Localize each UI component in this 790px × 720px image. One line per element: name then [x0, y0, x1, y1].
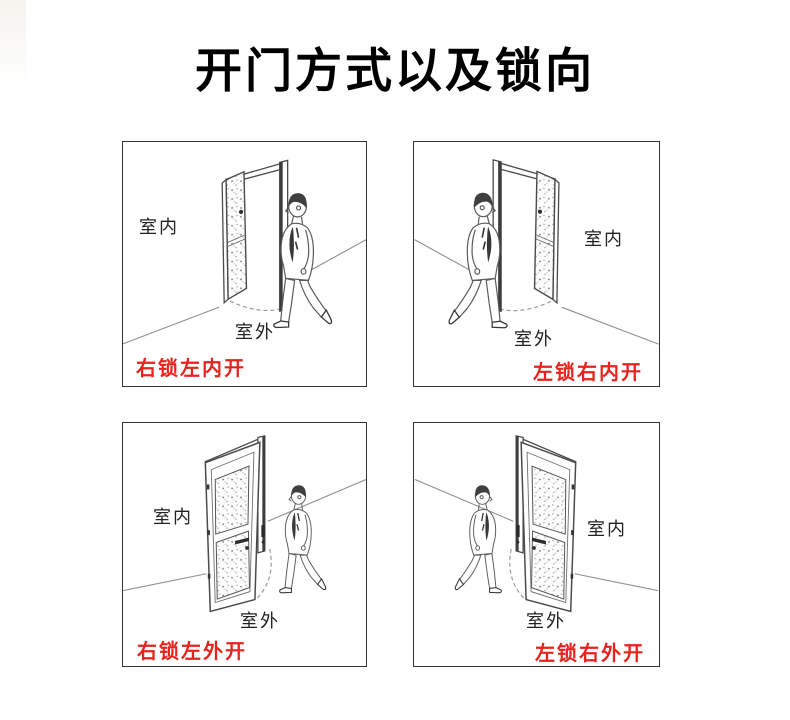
- outdoor-label: 室外: [235, 322, 275, 342]
- page-edge-artifact: [0, 0, 26, 88]
- panel-left-lock-right-outward: 室内 室外 左锁右外开: [413, 422, 660, 667]
- door-open-inward-scene-icon: [123, 142, 366, 386]
- panel-right-lock-left-outward: 室内 室外 右锁左外开: [122, 422, 367, 667]
- lock-direction-caption: 右锁左内开: [136, 358, 246, 380]
- indoor-label: 室内: [587, 519, 627, 539]
- outdoor-label: 室外: [514, 329, 554, 349]
- indoor-label: 室内: [584, 229, 624, 249]
- lock-direction-caption: 右锁左外开: [137, 641, 247, 663]
- indoor-label: 室内: [153, 507, 193, 527]
- outdoor-label: 室外: [240, 611, 280, 631]
- panel-right-lock-left-inward: 室内 室外 右锁左内开: [122, 141, 367, 387]
- indoor-label: 室内: [139, 217, 179, 237]
- lock-direction-caption: 左锁右外开: [535, 643, 645, 665]
- lock-direction-caption: 左锁右内开: [533, 362, 643, 384]
- panel-left-lock-right-inward: 室内 室外 左锁右内开: [413, 141, 660, 387]
- page-title: 开门方式以及锁向: [195, 44, 595, 97]
- outdoor-label: 室外: [526, 611, 566, 631]
